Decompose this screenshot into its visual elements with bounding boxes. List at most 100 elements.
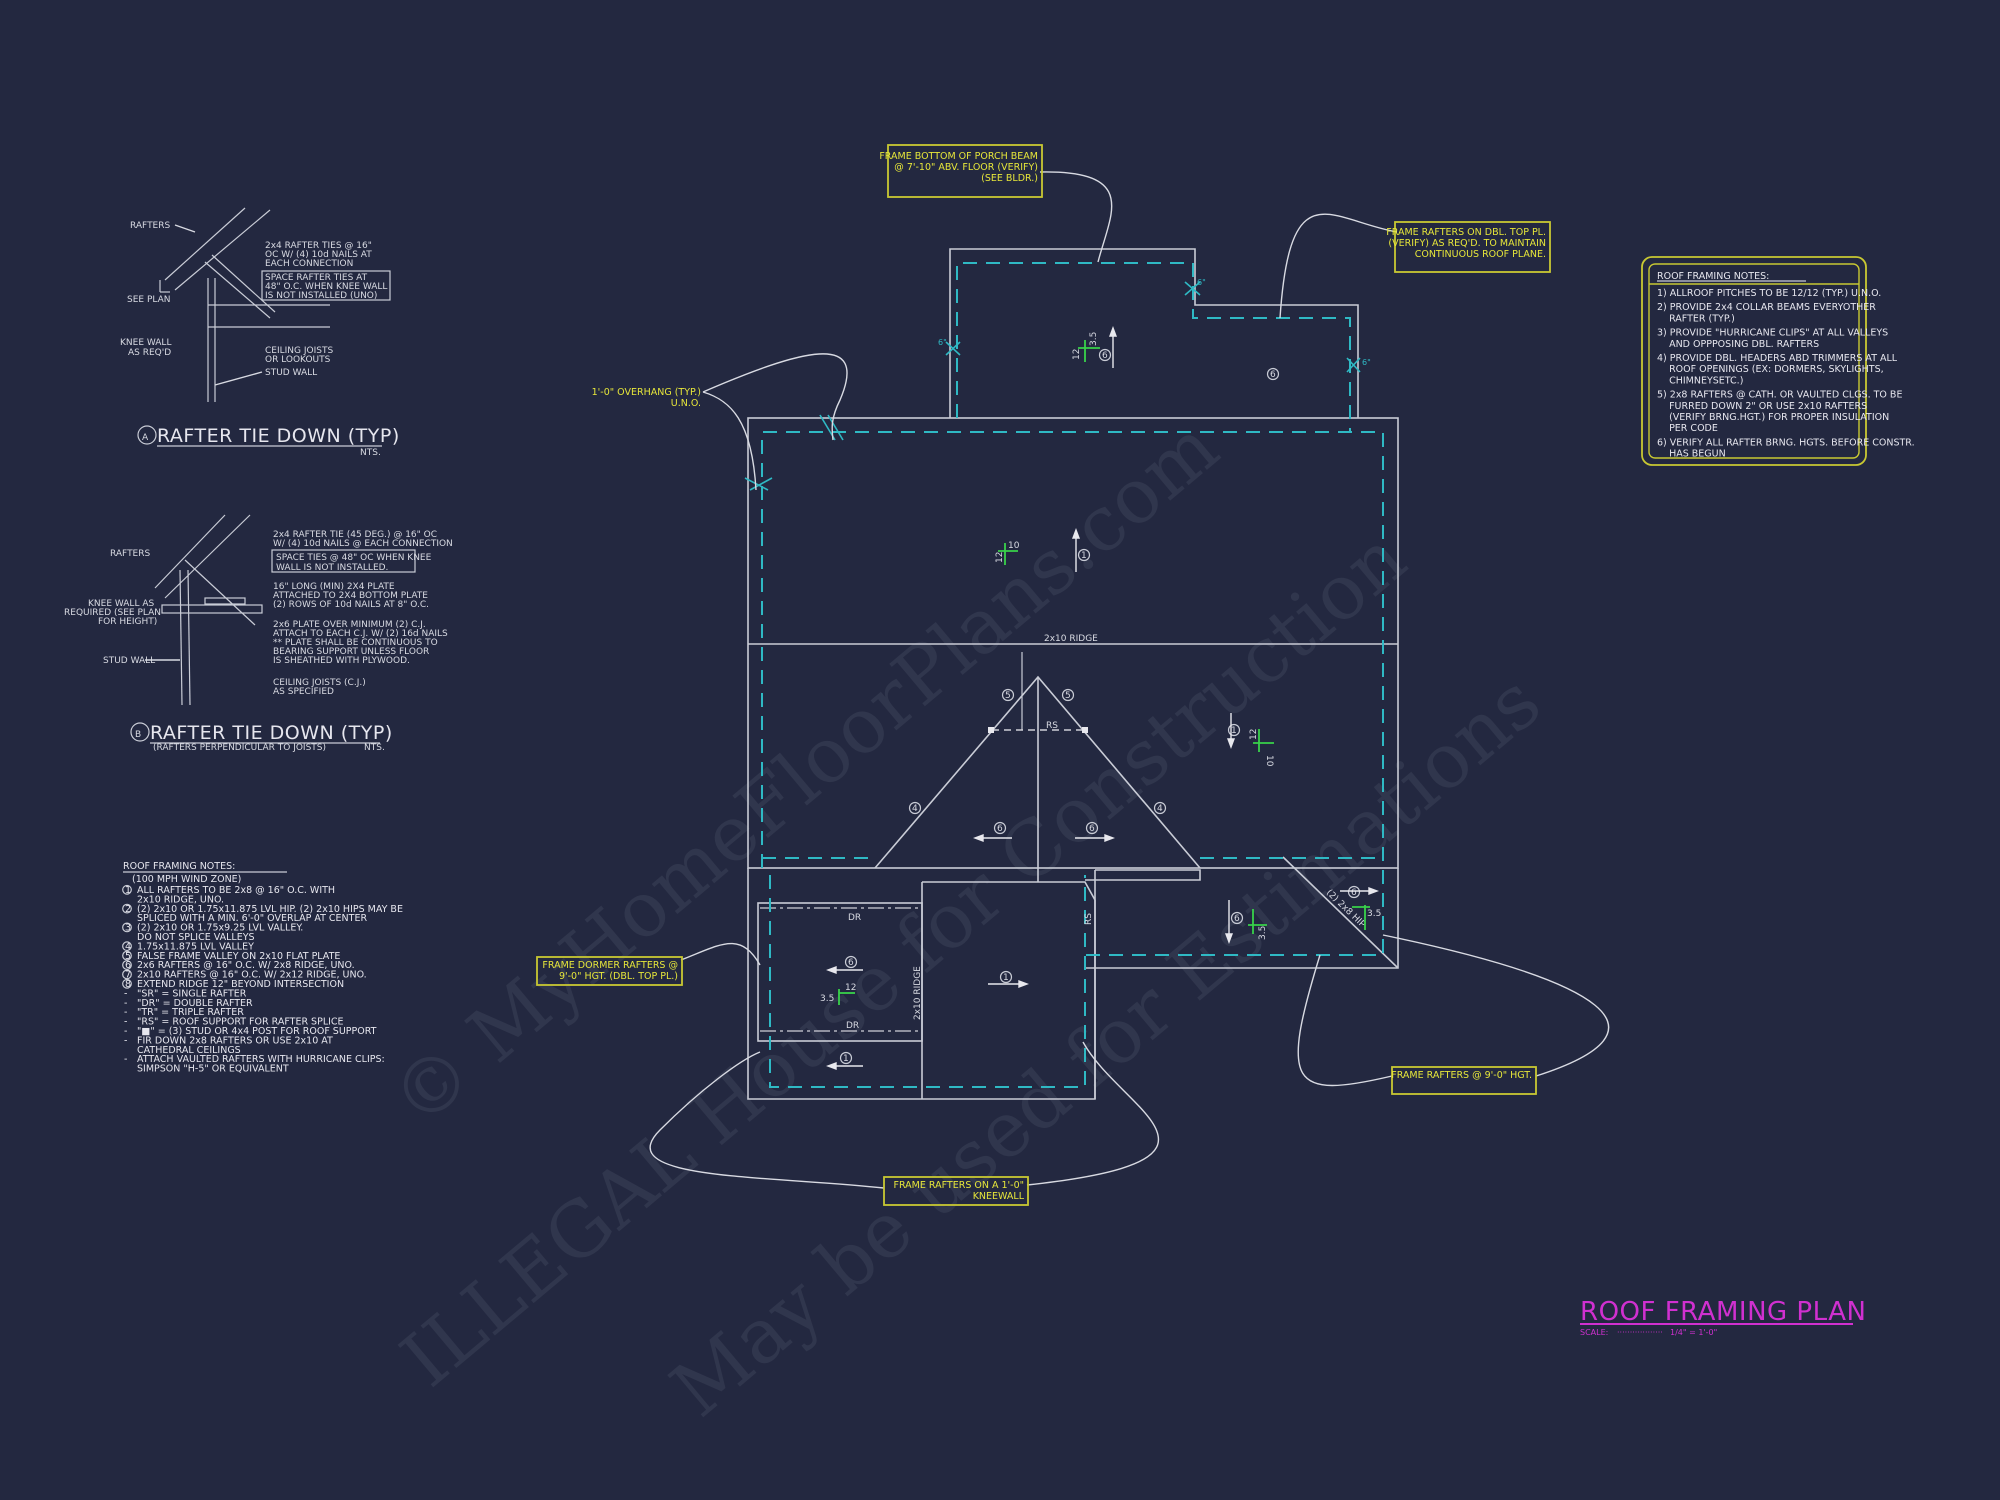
detail-b-over-4: BEARING SUPPORT UNLESS FLOOR bbox=[273, 647, 429, 657]
pitch-symbols: 3.5 12 10 12 12 10 3.5 12 3.5 3.5 bbox=[820, 332, 1381, 1005]
pitch-rise: 12 bbox=[1249, 729, 1259, 740]
note-mark: 1 bbox=[125, 885, 131, 896]
detail-b-stud-wall: STUD WALL bbox=[103, 656, 155, 666]
note-mark: 5 bbox=[125, 951, 131, 962]
note-mark: 6 bbox=[125, 960, 131, 971]
right-note-line: CHIMNEYSETC.) bbox=[1657, 375, 1743, 386]
detail-b-marker: B bbox=[135, 730, 141, 740]
right-note-line: FURRED DOWN 2" OR USE 2x10 RAFTERS bbox=[1657, 401, 1867, 412]
overhang-dim-1: 6" bbox=[938, 338, 947, 347]
detail-b-plate-2: ATTACHED TO 2X4 BOTTOM PLATE bbox=[273, 591, 428, 601]
detail-a-space-1: SPACE RAFTER TIES AT bbox=[265, 273, 368, 283]
callout-porch-beam-line-3: (SEE BLDR.) bbox=[981, 173, 1038, 184]
note-line: "■" = (3) STUD OR 4x4 POST FOR ROOF SUPP… bbox=[137, 1026, 377, 1037]
title-block: ROOF FRAMING PLAN SCALE: ···············… bbox=[1580, 1297, 1866, 1337]
detail-a-see-plan-label: SEE PLAN bbox=[127, 295, 170, 305]
pitch-rise: 12 bbox=[1072, 349, 1082, 360]
mark-6: 6 bbox=[1234, 914, 1240, 924]
detail-b-scale: NTS. bbox=[364, 743, 385, 753]
callout-dormer: FRAME DORMER RAFTERS @ 9'-0" HGT. (DBL. … bbox=[536, 956, 683, 986]
detail-b-rafters-label: RAFTERS bbox=[110, 549, 151, 559]
detail-b-cj-1: CEILING JOISTS (C.J.) bbox=[273, 678, 366, 688]
detail-a-title: RAFTER TIE DOWN (TYP) bbox=[157, 425, 400, 447]
detail-b-over-2: ATTACH TO EACH C.J. W/ (2) 16d NAILS bbox=[273, 629, 448, 639]
detail-a-rafter-ties-2: OC W/ (4) 10d NAILS AT bbox=[265, 250, 372, 260]
right-note-line: 4) PROVIDE DBL. HEADERS ABD TRIMMERS AT … bbox=[1657, 353, 1898, 364]
note-line: DO NOT SPLICE VALLEYS bbox=[137, 932, 255, 943]
right-note-line: PER CODE bbox=[1657, 423, 1718, 434]
right-note-line: (VERIFY BRNG.HGT.) FOR PROPER INSULATION bbox=[1657, 412, 1889, 423]
right-note-line: 6) VERIFY ALL RAFTER BRNG. HGTS. BEFORE … bbox=[1657, 437, 1915, 448]
note-line: "RS" = ROOF SUPPORT FOR RAFTER SPLICE bbox=[137, 1017, 344, 1028]
mark-1: 1 bbox=[1231, 726, 1237, 736]
right-note-line: RAFTER (TYP.) bbox=[1657, 313, 1735, 324]
detail-b-tie-1: 2x4 RAFTER TIE (45 DEG.) @ 16" OC bbox=[273, 530, 437, 540]
callout-dbl-line-3: CONTINUOUS ROOF PLANE. bbox=[1415, 249, 1546, 260]
note-bullet: - bbox=[124, 1054, 127, 1065]
note-line: 2x10 RAFTERS @ 16" O.C. W/ 2x12 RIDGE, U… bbox=[137, 970, 367, 981]
mark-6: 6 bbox=[1270, 370, 1276, 380]
overhang-dim-2: 6" bbox=[1197, 278, 1206, 287]
note-line: "TR" = TRIPLE RAFTER bbox=[137, 1007, 244, 1018]
right-note-line: 2) PROVIDE 2x4 COLLAR BEAMS EVERYOTHER bbox=[1657, 302, 1876, 313]
note-bullet: - bbox=[124, 998, 127, 1009]
pitch-run: 10 bbox=[1008, 541, 1020, 551]
note-line: ALL RAFTERS TO BE 2x8 @ 16" O.C. WITH bbox=[137, 885, 335, 896]
mark-6: 6 bbox=[1102, 351, 1108, 361]
detail-a-marker: A bbox=[142, 433, 149, 443]
note-line: FIR DOWN 2x8 RAFTERS OR USE 2x10 AT bbox=[137, 1035, 333, 1046]
mark-6: 6 bbox=[1089, 824, 1095, 834]
scale-dots: ·················· bbox=[1617, 1328, 1663, 1337]
note-line: SPLICED WITH A MIN. 6'-0" OVERLAP AT CEN… bbox=[137, 913, 367, 924]
overhang-dim-3: 6" bbox=[1362, 358, 1371, 367]
detail-a-stud-wall: STUD WALL bbox=[265, 368, 317, 378]
callout-kneewall: FRAME RAFTERS ON A 1'-0" KNEEWALL bbox=[883, 1176, 1029, 1206]
note-mark: 7 bbox=[125, 970, 131, 981]
note-line: "SR" = SINGLE RAFTER bbox=[137, 988, 247, 999]
detail-a-joists-2: OR LOOKOUTS bbox=[265, 355, 331, 365]
detail-b-over-3: ** PLATE SHALL BE CONTINUOUS TO bbox=[273, 638, 438, 648]
dormer-ridge-label: 2x10 RIDGE bbox=[913, 966, 923, 1020]
callout-dormer-line-2: 9'-0" HGT. (DBL. TOP PL.) bbox=[559, 971, 678, 982]
note-line: 2x10 RIDGE, UNO. bbox=[137, 894, 224, 905]
note-bullet: - bbox=[124, 1026, 127, 1037]
mark-6: 6 bbox=[1351, 888, 1357, 898]
scale-value: 1/4" = 1'-0" bbox=[1670, 1328, 1717, 1337]
detail-b-knee-3: FOR HEIGHT) bbox=[98, 617, 157, 627]
detail-b: RAFTERS KNEE WALL AS REQUIRED (SEE PLAN … bbox=[64, 514, 453, 753]
note-mark: 8 bbox=[125, 979, 131, 990]
note-line: ATTACH VAULTED RAFTERS WITH HURRICANE CL… bbox=[137, 1054, 385, 1065]
roof-plan: 6" 6" 6" 2x10 RIDGE 2x10 RIDGE (2) 2x8 H… bbox=[649, 171, 1610, 1189]
note-line: 1.75x11.875 LVL VALLEY bbox=[137, 941, 254, 952]
callout-dormer-line-1: FRAME DORMER RAFTERS @ bbox=[542, 960, 678, 971]
dr-label-top: DR bbox=[848, 913, 861, 923]
callout-porch-beam: FRAME BOTTOM OF PORCH BEAM @ 7'-10" ABV.… bbox=[879, 144, 1043, 198]
note-mark: 4 bbox=[125, 941, 131, 952]
pitch-run: 3.5 bbox=[820, 994, 834, 1004]
detail-a-space-2: 48" O.C. WHEN KNEE WALL bbox=[265, 282, 387, 292]
note-line: (2) 2x10 OR 1.75x11.875 LVL HIP. (2) 2x1… bbox=[137, 904, 403, 915]
dr-label-bottom: DR bbox=[846, 1021, 859, 1031]
detail-b-knee-1: KNEE WALL AS bbox=[88, 599, 154, 609]
mark-6: 6 bbox=[848, 958, 854, 968]
rafter-direction-arrows bbox=[826, 326, 1379, 1071]
detail-b-plate-1: 16" LONG (MIN) 2X4 PLATE bbox=[273, 582, 395, 592]
right-note-line: ROOF OPENINGS (EX: DORMERS, SKYLIGHTS, bbox=[1657, 364, 1884, 375]
detail-a-rafters-label: RAFTERS bbox=[130, 221, 171, 231]
mark-1: 1 bbox=[1081, 551, 1087, 561]
mark-6: 6 bbox=[997, 824, 1003, 834]
detail-b-title: RAFTER TIE DOWN (TYP) bbox=[150, 722, 393, 744]
note-bullet: - bbox=[124, 1035, 127, 1046]
detail-b-space-1: SPACE TIES @ 48" OC WHEN KNEE bbox=[276, 553, 432, 563]
detail-a-knee-wall-label-2: AS REQ'D bbox=[128, 348, 171, 358]
note-line: CATHEDRAL CEILINGS bbox=[137, 1045, 241, 1056]
right-roof-framing-notes: ROOF FRAMING NOTES: 1) ALLROOF PITCHES T… bbox=[1641, 256, 1915, 466]
left-roof-framing-notes: ROOF FRAMING NOTES: (100 MPH WIND ZONE) … bbox=[122, 861, 403, 1075]
detail-b-space-2: WALL IS NOT INSTALLED. bbox=[276, 563, 388, 573]
mark-1: 1 bbox=[1003, 973, 1009, 983]
right-note-line: 1) ALLROOF PITCHES TO BE 12/12 (TYP.) U.… bbox=[1657, 288, 1881, 299]
callout-porch-beam-line-1: FRAME BOTTOM OF PORCH BEAM bbox=[879, 151, 1038, 162]
callout-dbl-line-2: (VERIFY) AS REQ'D. TO MAINTAIN bbox=[1388, 238, 1546, 249]
rs-label: RS bbox=[1046, 721, 1058, 731]
